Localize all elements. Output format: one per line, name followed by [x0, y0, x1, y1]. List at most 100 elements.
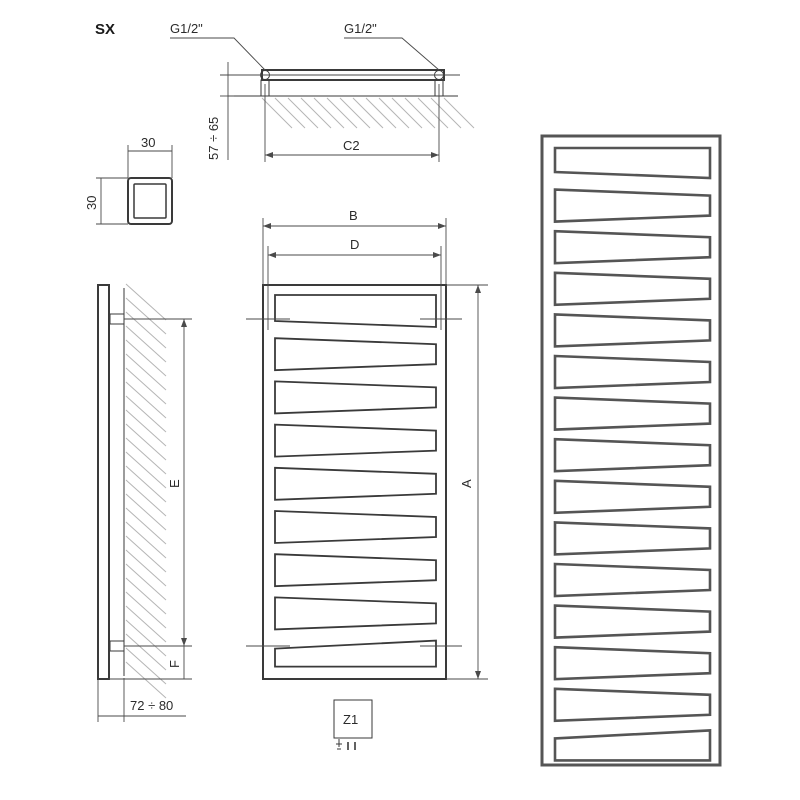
dim-label-c2: C2 — [343, 138, 360, 153]
hatch-line — [404, 97, 436, 129]
hatch-line — [430, 97, 462, 129]
front-bar — [274, 337, 437, 372]
hatch-line — [443, 97, 475, 129]
dim-label-a: A — [459, 479, 474, 488]
hatch-line — [300, 97, 332, 129]
hatch-line — [125, 409, 167, 447]
arrow-e-t — [181, 319, 187, 327]
hatch-line — [125, 535, 167, 573]
side-radiator — [97, 284, 110, 680]
hatch-line — [125, 381, 167, 419]
dim-label-profile-height: 30 — [84, 196, 99, 210]
side-view: E F 72 ÷ 80 — [97, 283, 192, 722]
z1-label: Z1 — [343, 712, 358, 727]
hatch-line — [125, 339, 167, 377]
plug-icon — [336, 739, 356, 750]
profile-section: 30 30 — [84, 135, 173, 225]
hatch-line — [125, 353, 167, 391]
large-bar — [553, 562, 712, 598]
hatch-line — [417, 97, 449, 129]
arrow-b-l — [263, 223, 271, 229]
arrow-b-r — [438, 223, 446, 229]
side-bracket-top — [109, 313, 125, 325]
dim-label-72-80: 72 ÷ 80 — [130, 698, 173, 713]
hatch-line — [125, 549, 167, 587]
front-bar — [274, 510, 437, 544]
front-bar — [274, 553, 437, 588]
arrow-c2-r — [431, 152, 439, 158]
large-preview — [540, 134, 722, 767]
hatch-line — [261, 97, 293, 129]
hatch-line — [378, 97, 410, 129]
front-frame — [262, 284, 447, 680]
large-bar — [553, 354, 712, 390]
hatch-line — [125, 437, 167, 475]
front-bars — [274, 294, 437, 668]
large-bar — [553, 604, 712, 639]
front-bar — [274, 466, 437, 501]
large-bar — [553, 479, 712, 515]
hatch-line — [125, 521, 167, 559]
dim-label-57-65: 57 ÷ 65 — [206, 117, 221, 160]
large-bar — [553, 313, 712, 348]
z1-box — [333, 699, 373, 739]
thread-label-left: G1/2" — [170, 21, 203, 36]
hatch-line — [125, 451, 167, 489]
hatch-line — [365, 97, 397, 129]
large-bar — [553, 229, 712, 265]
front-bar — [274, 294, 437, 328]
large-bar — [553, 729, 712, 762]
hatch-line — [125, 423, 167, 461]
profile-inner — [133, 183, 167, 219]
hatch-line — [125, 493, 167, 531]
front-bar — [274, 423, 437, 458]
top-view: G1/2" G1/2" 57 ÷ 65 C2 — [170, 21, 475, 162]
hatch-line — [125, 367, 167, 405]
large-bar — [553, 521, 712, 556]
hatch-line — [125, 563, 167, 601]
hatch-line — [125, 577, 167, 615]
dim-label-b: B — [349, 208, 358, 223]
large-bar — [553, 146, 712, 180]
front-bar — [274, 596, 437, 631]
dim-label-e: E — [167, 479, 182, 488]
hatch-line — [391, 97, 423, 129]
hatch-line — [125, 465, 167, 503]
z1-symbol: Z1 — [333, 699, 373, 750]
large-bar — [553, 188, 712, 223]
hatch-line — [125, 633, 167, 671]
hatch-line — [125, 605, 167, 643]
front-bar — [274, 380, 437, 415]
hatch-line — [125, 325, 167, 363]
hatch-line — [125, 283, 167, 321]
front-view: B D A — [246, 208, 488, 680]
leader-right — [344, 37, 440, 71]
hatch-line — [352, 97, 384, 129]
arrow-e-b — [181, 638, 187, 646]
hatch-line — [125, 507, 167, 545]
hatch-line — [274, 97, 306, 129]
hatch-line — [125, 661, 167, 699]
side-wall-hatch — [125, 283, 167, 699]
large-bars — [553, 146, 712, 762]
large-bar — [553, 271, 712, 307]
large-bar — [553, 396, 712, 431]
hatch-line — [339, 97, 371, 129]
hatch-line — [125, 395, 167, 433]
large-bar — [553, 687, 712, 723]
large-bar — [553, 437, 712, 473]
hatch-line — [125, 647, 167, 685]
arrow-a-b — [475, 671, 481, 679]
arrow-d-l — [268, 252, 276, 258]
front-bar — [274, 639, 437, 668]
arrow-a-t — [475, 285, 481, 293]
large-bar — [553, 645, 712, 681]
hatch-line — [313, 97, 345, 129]
model-title: SX — [95, 21, 115, 38]
hatch-line — [326, 97, 358, 129]
dim-label-profile-width: 30 — [141, 135, 155, 150]
arrow-d-r — [433, 252, 441, 258]
thread-label-right: G1/2" — [344, 21, 377, 36]
hatch-line — [125, 479, 167, 517]
